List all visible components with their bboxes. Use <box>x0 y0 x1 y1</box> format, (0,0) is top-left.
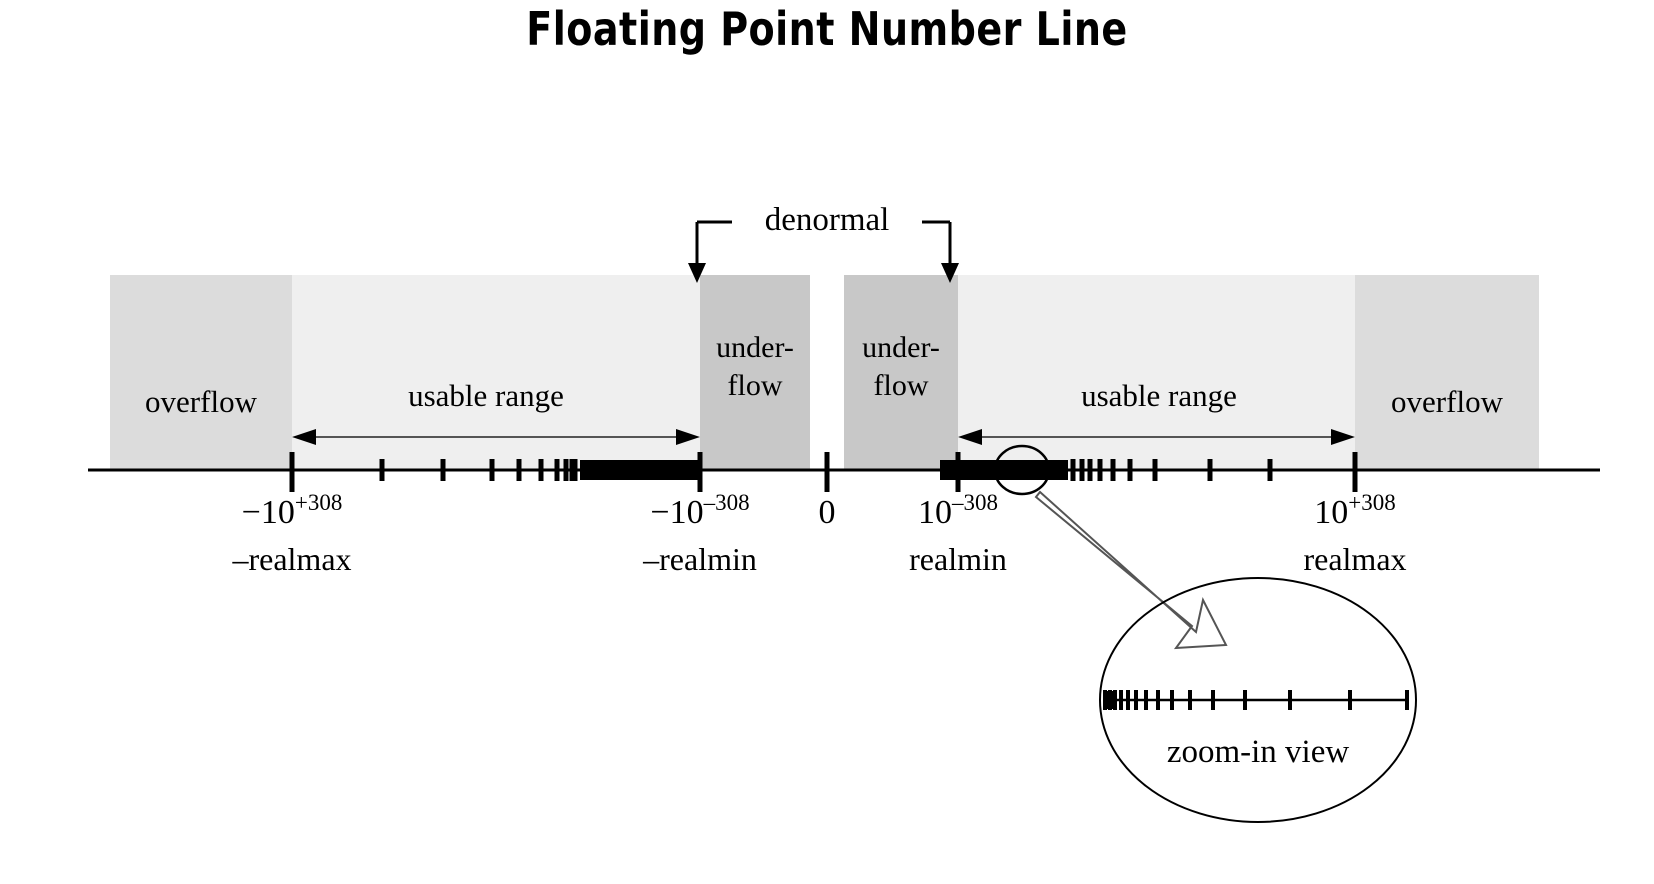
band-overflow-right <box>1355 275 1539 470</box>
tick--10+308-label: −10+308 <box>242 490 343 531</box>
band-underflow-left <box>700 275 810 470</box>
band-label-usable-range-right: usable range <box>1081 378 1237 413</box>
denormal-arrowhead-left <box>688 263 706 283</box>
denormal-arrowhead-right <box>941 263 959 283</box>
band-label-underflow-right: under- <box>862 331 940 364</box>
tick-10-308-sublabel: realmin <box>909 541 1007 577</box>
tick-10+308-label: 10+308 <box>1314 490 1395 531</box>
band-usable-range-left <box>292 275 700 470</box>
band-label-underflow-left: flow <box>728 369 783 402</box>
magnifier-circle[interactable] <box>993 444 1051 496</box>
tick-0-label: 0 <box>819 494 836 531</box>
band-label-usable-range-left: usable range <box>408 378 564 413</box>
band-label-underflow-left: under- <box>716 331 794 364</box>
zoom-view-ellipse <box>1099 577 1417 823</box>
tick--10+308-sublabel: –realmax <box>231 541 351 577</box>
zoom-view-label: zoom-in view <box>1167 734 1350 770</box>
zoom-view-layer: zoom-in view <box>1099 577 1417 823</box>
solid-bar-right <box>940 460 1068 480</box>
band-label-overflow-left: overflow <box>145 384 258 419</box>
band-usable-range-right <box>958 275 1355 470</box>
tick-10+308-sublabel: realmax <box>1303 541 1406 577</box>
tick--10-308-sublabel: –realmin <box>642 541 757 577</box>
denormal-label: denormal <box>765 202 890 238</box>
usable-range-left-arrow-head-left <box>292 429 316 445</box>
annotation-layer: denormal <box>292 202 1355 650</box>
tick--10-308-label: −10–308 <box>650 490 749 531</box>
band-layer: overflow usable range under-flow under-flow… <box>110 275 1539 470</box>
band-label-overflow-right: overflow <box>1391 384 1504 419</box>
band-underflow-right <box>844 275 958 470</box>
usable-range-right-arrow-head-right <box>1331 429 1355 445</box>
band-label-underflow-right: flow <box>874 369 929 402</box>
band-overflow-left <box>110 275 292 470</box>
tick-layer: −10+308 –realmax −10–308 –realmin 0 10–308 rea… <box>231 444 1407 577</box>
usable-range-left-arrow-head-right <box>676 429 700 445</box>
zoom-callout-arrow <box>1034 490 1228 650</box>
usable-range-right-arrow-head-left <box>958 429 982 445</box>
page-title: Floating Point Number Line <box>526 2 1128 56</box>
tick-10-308-label: 10–308 <box>918 490 998 531</box>
solid-bar-left <box>580 460 702 480</box>
